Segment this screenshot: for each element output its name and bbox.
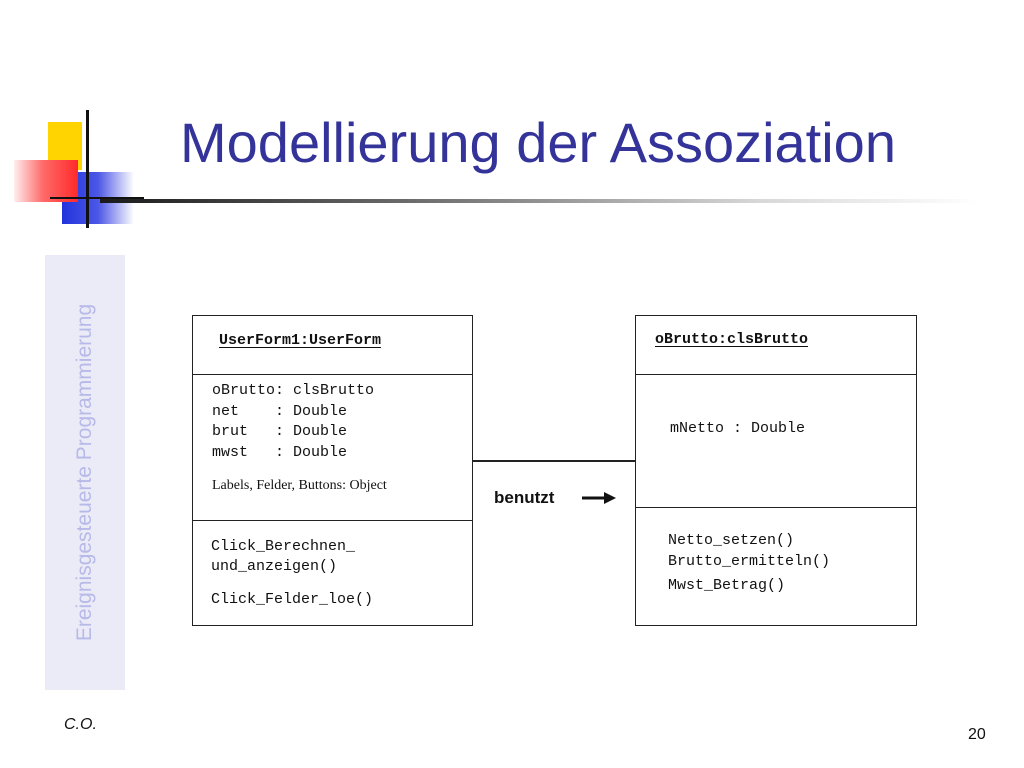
attribute-line: net : Double xyxy=(212,403,348,420)
logo-red-square xyxy=(14,160,78,202)
method-line: Click_Felder_loe() xyxy=(211,591,374,608)
association-arrow-icon xyxy=(582,492,616,504)
class-box-clsbrutto: oBrutto:clsBrutto mNetto : Double Netto_… xyxy=(635,315,917,626)
attribute-line: brut : Double xyxy=(212,423,348,440)
class-attributes-clsbrutto: mNetto : Double xyxy=(636,374,916,507)
side-label: Ereignisgesteuerte Programmierung xyxy=(73,303,96,642)
side-panel: Ereignisgesteuerte Programmierung xyxy=(45,255,125,690)
method-line: Mwst_Betrag() xyxy=(668,577,786,594)
page-number: 20 xyxy=(968,726,986,743)
association-line xyxy=(473,460,635,462)
attribute-line: mNetto : Double xyxy=(670,420,806,437)
title-underline xyxy=(100,199,980,203)
method-line: Netto_setzen() xyxy=(668,532,795,549)
slide-logo xyxy=(0,100,150,240)
footer-author: C.O. xyxy=(64,716,97,733)
class-name-userform: UserForm1:UserForm xyxy=(219,332,382,349)
association-label: benutzt xyxy=(494,488,555,507)
class-header-userform: UserForm1:UserForm xyxy=(193,316,472,376)
method-line: und_anzeigen() xyxy=(211,558,338,575)
slide-title: Modellierung der Assoziation xyxy=(180,111,896,174)
class-name-clsbrutto: oBrutto:clsBrutto xyxy=(655,331,809,348)
class-methods-userform: Click_Berechnen_ und_anzeigen() Click_Fe… xyxy=(193,520,472,624)
class-attributes-userform: oBrutto: clsBrutto net : Double brut : D… xyxy=(193,374,472,522)
class-methods-clsbrutto: Netto_setzen() Brutto_ermitteln() Mwst_B… xyxy=(636,507,916,624)
attribute-line: mwst : Double xyxy=(212,444,348,461)
method-line: Click_Berechnen_ xyxy=(211,538,356,555)
method-line: Brutto_ermitteln() xyxy=(668,553,831,570)
class-box-userform: UserForm1:UserForm oBrutto: clsBrutto ne… xyxy=(192,315,473,626)
attribute-line: oBrutto: clsBrutto xyxy=(212,382,375,399)
logo-vertical-line xyxy=(86,110,89,228)
class-header-clsbrutto: oBrutto:clsBrutto xyxy=(636,316,916,376)
logo-horizontal-line xyxy=(50,197,144,199)
attribute-objects-line: Labels, Felder, Buttons: Object xyxy=(212,478,387,493)
